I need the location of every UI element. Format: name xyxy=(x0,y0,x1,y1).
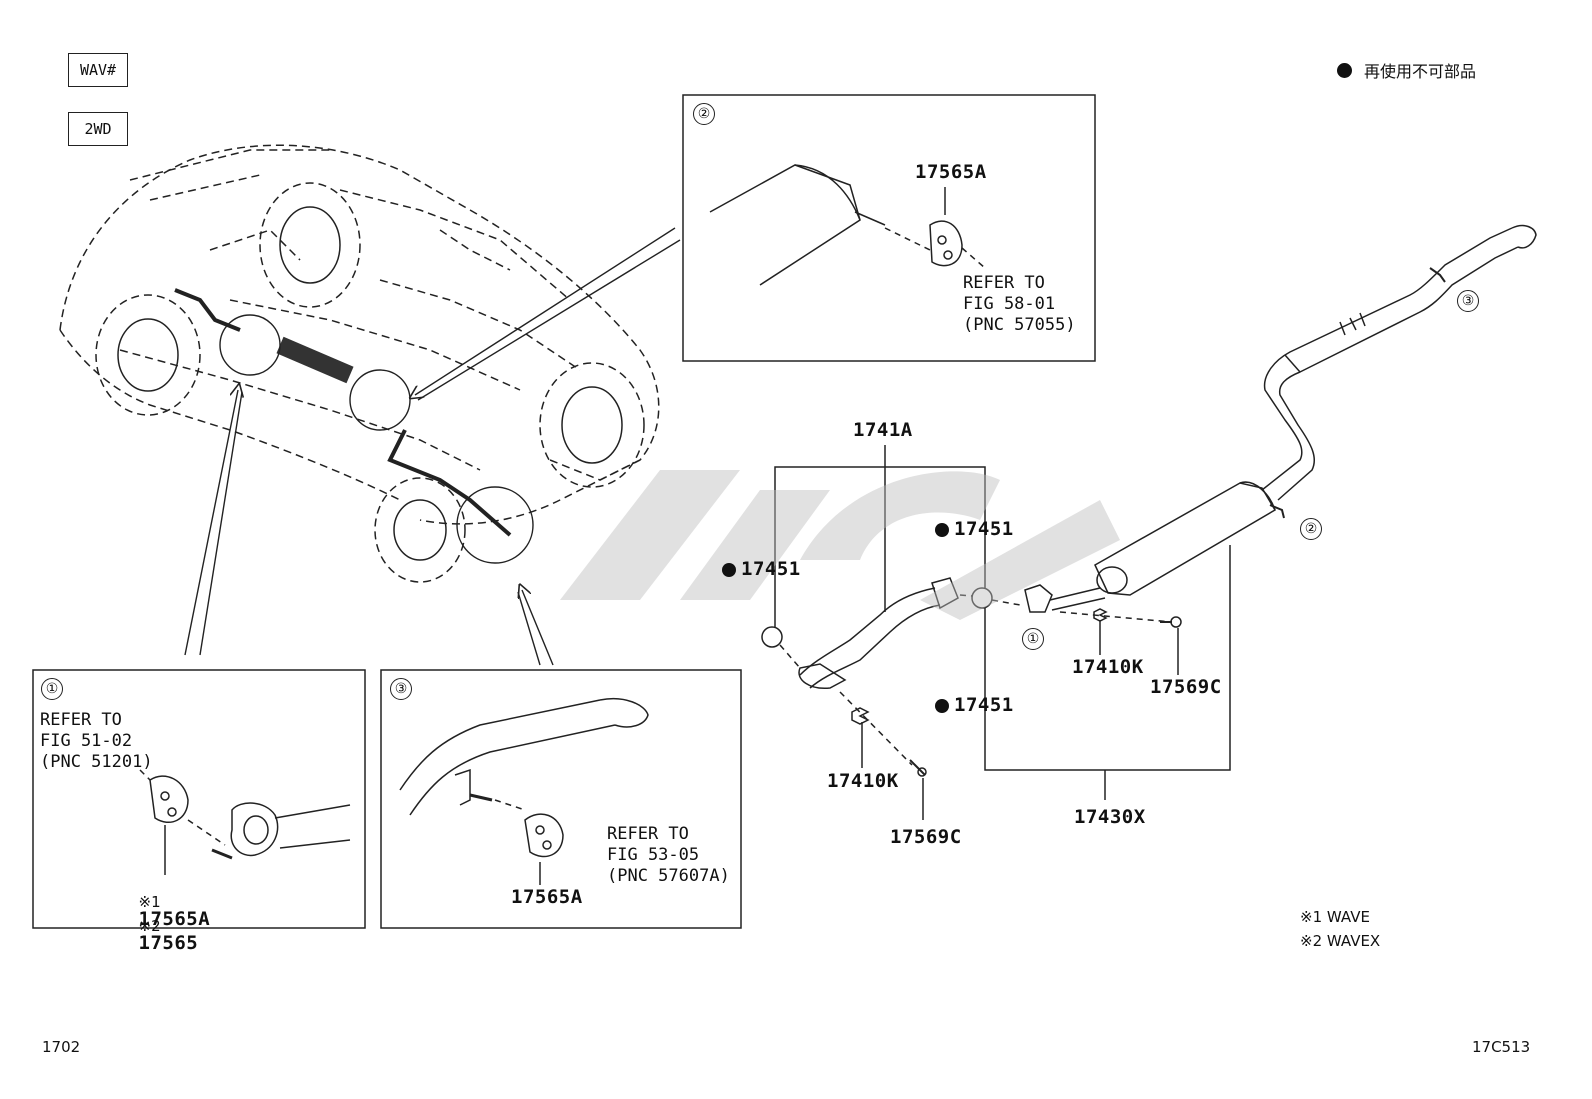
non-reusable-dot-icon xyxy=(722,562,736,577)
note1-mark: ※1 xyxy=(138,893,161,911)
callout-3-box: ③ xyxy=(390,678,412,700)
part-number-17569c-left: 17569C xyxy=(890,826,962,848)
part-number-17451-left: 17451 xyxy=(722,560,801,579)
refer-line: (PNC 51201) xyxy=(40,752,153,772)
refer-line: FIG 53-05 xyxy=(607,845,700,865)
part-number-17451-bottom: 17451 xyxy=(935,696,1014,715)
callout-3-diagram: ③ xyxy=(1457,290,1479,312)
legend-label: 再使用不可部品 xyxy=(1364,62,1477,81)
variant-tag-2wd: 2WD xyxy=(68,112,128,146)
part-number-text: 17451 xyxy=(954,518,1014,540)
refer-note-box2: REFER TO FIG 58-01 (PNC 57055) xyxy=(963,273,1076,336)
refer-line: FIG 51-02 xyxy=(40,731,133,751)
part-number-17430x: 17430X xyxy=(1074,806,1146,828)
refer-line: (PNC 57055) xyxy=(963,315,1076,335)
detail-box-1-frame xyxy=(32,669,366,929)
refer-line: FIG 58-01 xyxy=(963,294,1056,314)
part-number-17565-box1: 17565 xyxy=(138,932,199,954)
variant-tag-wav: WAV# xyxy=(68,53,128,87)
part-number-17451-top: 17451 xyxy=(935,520,1014,539)
part-number-17569c-right: 17569C xyxy=(1150,676,1222,698)
refer-note-box3: REFER TO FIG 53-05 (PNC 57607A) xyxy=(607,824,730,887)
part-number-17410k-left: 17410K xyxy=(827,770,899,792)
legend-non-reusable: 再使用不可部品 xyxy=(1337,58,1476,82)
callout-2-diagram: ② xyxy=(1300,518,1322,540)
car-underbody-view xyxy=(59,144,660,583)
refer-note-box1: REFER TO FIG 51-02 (PNC 51201) xyxy=(40,710,153,773)
callout-1-box: ① xyxy=(41,678,63,700)
refer-line: REFER TO xyxy=(607,824,689,844)
part-number-17565a-box2: 17565A xyxy=(915,161,987,183)
callout-arrows xyxy=(184,227,681,666)
detail-box-2-frame xyxy=(682,94,1096,362)
non-reusable-dot-icon xyxy=(1337,62,1352,78)
part-number-17565a-box3: 17565A xyxy=(511,886,583,908)
muffler-end-drawing xyxy=(709,164,986,286)
part-number-text: 17451 xyxy=(741,558,801,580)
note-wave: ※1 WAVE xyxy=(1300,908,1370,926)
part-number-text: 17451 xyxy=(954,694,1014,716)
watermark xyxy=(560,470,1120,620)
non-reusable-dot-icon xyxy=(935,522,949,537)
callout-2-box: ② xyxy=(693,103,715,125)
part-row-note2: ※2 17565 xyxy=(100,902,198,969)
part-number-17410k-right: 17410K xyxy=(1072,656,1144,678)
callout-1-diagram: ① xyxy=(1022,628,1044,650)
part-row-note1: ※1 17565A xyxy=(100,878,210,945)
tailpipe-drawing xyxy=(399,698,649,885)
part-number-17565a-box1: 17565A xyxy=(138,908,211,930)
note2-mark: ※2 xyxy=(138,917,161,935)
refer-line: (PNC 57607A) xyxy=(607,866,730,886)
figure-number: 1702 xyxy=(42,1038,81,1056)
refer-line: REFER TO xyxy=(963,273,1045,293)
exhaust-assembly-drawing xyxy=(761,224,1537,820)
drawing-code: 17C513 xyxy=(1472,1038,1531,1056)
refer-line: REFER TO xyxy=(40,710,122,730)
part-number-1741a: 1741A xyxy=(853,419,913,441)
hanger-1-drawing xyxy=(139,769,351,875)
detail-box-3-frame xyxy=(380,669,742,929)
note-wavex: ※2 WAVEX xyxy=(1300,932,1381,950)
non-reusable-dot-icon xyxy=(935,698,949,713)
